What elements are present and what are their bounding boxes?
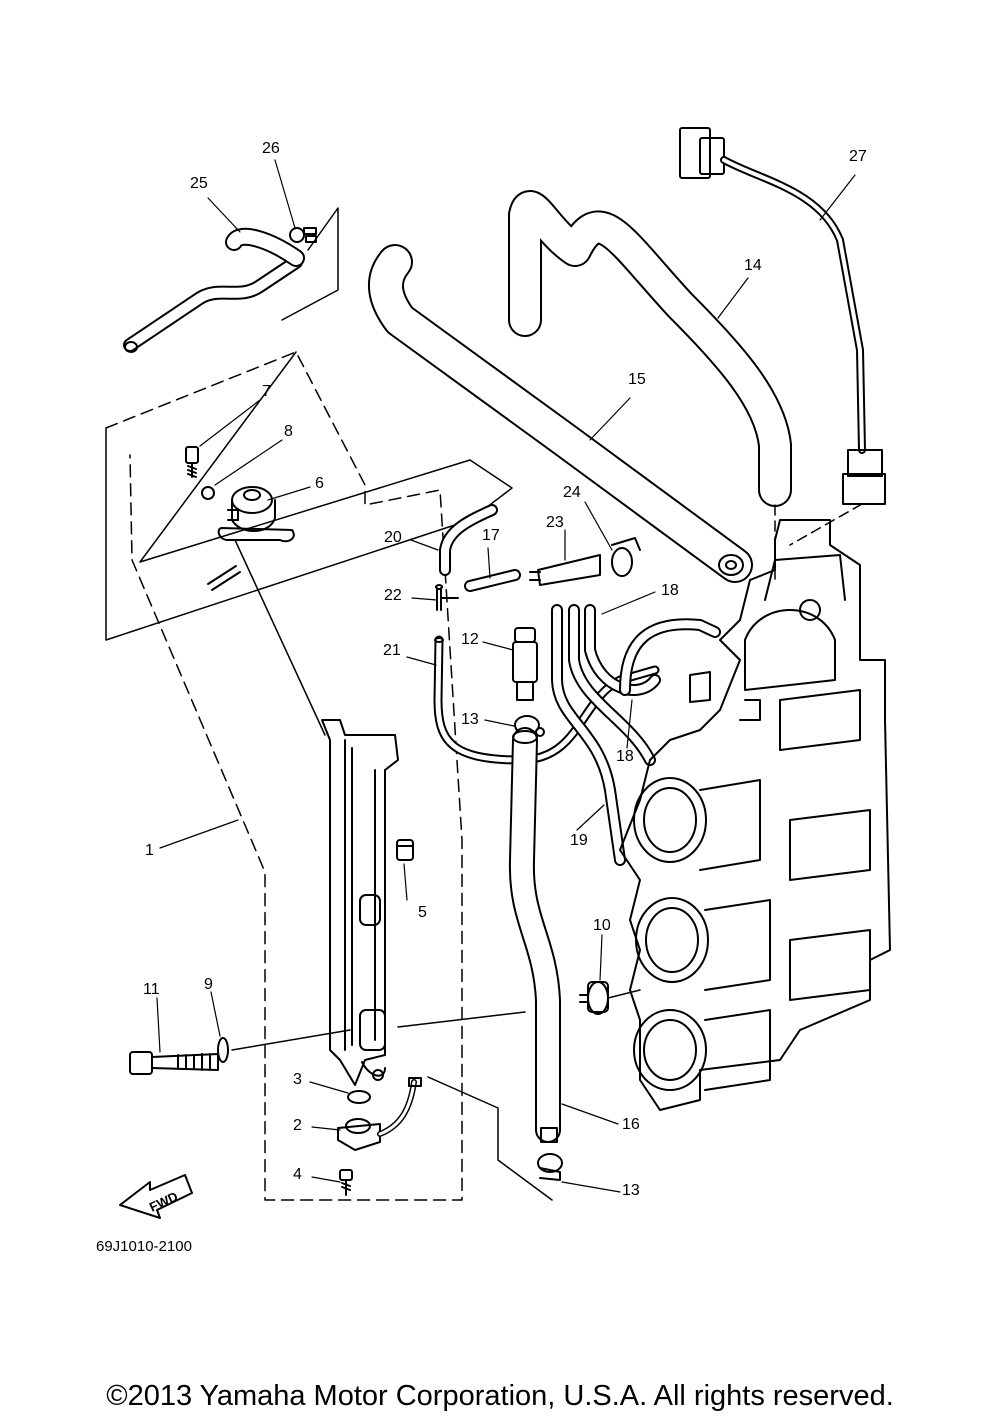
clamp-13-bottom: [537, 1153, 563, 1181]
leader-line-9: [231, 1029, 351, 1051]
fwd-arrow: FWD: [119, 1174, 193, 1219]
part-label-1: 1: [145, 842, 154, 859]
part-label-8: 8: [284, 423, 293, 440]
sensor-10: [579, 981, 609, 1015]
fuel-rail: [321, 719, 399, 1086]
washer-9: [217, 1037, 229, 1063]
part-label-23: 23: [546, 514, 564, 531]
part-label-15: 15: [628, 371, 646, 388]
valve-12: [512, 627, 538, 701]
part-label-10: 10: [593, 917, 611, 934]
hose-18-top: [619, 618, 721, 696]
part-label-16: 16: [622, 1116, 640, 1133]
part-label-7: 7: [262, 383, 271, 400]
part-label-24: 24: [563, 484, 581, 501]
screw-7: [185, 446, 199, 478]
screw-4: [339, 1169, 353, 1196]
oring-8: [201, 486, 215, 500]
part-label-14: 14: [744, 257, 762, 274]
bracket-25: [281, 207, 339, 321]
part-label-18a: 18: [661, 582, 679, 599]
leader-line-rail: [397, 1011, 526, 1028]
part-label-11: 11: [143, 981, 160, 998]
cap-5: [396, 839, 414, 861]
copyright-notice: ©2013 Yamaha Motor Corporation, U.S.A. A…: [106, 1380, 894, 1412]
part-label-19: 19: [570, 832, 588, 849]
part-label-26: 26: [262, 140, 280, 157]
part-label-20: 20: [384, 529, 402, 546]
assembly-outline-1: [105, 351, 463, 1201]
regulator-6: [207, 486, 295, 591]
part-label-17: 17: [482, 527, 500, 544]
harness-lead: [774, 503, 863, 581]
joint-22: [435, 584, 459, 611]
leader-line-10: [607, 989, 641, 999]
part-label-18b: 18: [616, 748, 634, 765]
throttle-body: [619, 519, 891, 1111]
fwd-label: FWD: [147, 1189, 180, 1215]
regulator-box: [105, 351, 513, 641]
leader-lines: [156, 159, 856, 1193]
hose-25: [123, 227, 305, 353]
part-label-4: 4: [293, 1166, 302, 1183]
part-label-22: 22: [384, 587, 402, 604]
clamp-24: [611, 537, 641, 577]
hose-21: [433, 635, 660, 765]
leader-line-6: [234, 539, 326, 736]
oring-3: [347, 1090, 371, 1104]
joint-23: [529, 554, 601, 586]
drawing-id: 69J1010-2100: [96, 1238, 192, 1255]
part-label-2: 2: [293, 1117, 302, 1134]
part-label-12: 12: [461, 631, 479, 648]
part-label-9: 9: [204, 976, 213, 993]
part-label-13a: 13: [461, 711, 479, 728]
part-label-21: 21: [383, 642, 401, 659]
harness-27: [679, 127, 886, 505]
part-label-3: 3: [293, 1071, 302, 1088]
part-label-6: 6: [315, 475, 324, 492]
part-label-27: 27: [849, 148, 867, 165]
bracket-16: [427, 1076, 553, 1201]
fitting-2: [337, 1077, 422, 1151]
bolt-11: [129, 1051, 219, 1075]
clamp-26: [289, 227, 317, 243]
part-label-5: 5: [418, 904, 427, 921]
part-label-13b: 13: [622, 1182, 640, 1199]
part-label-25: 25: [190, 175, 208, 192]
